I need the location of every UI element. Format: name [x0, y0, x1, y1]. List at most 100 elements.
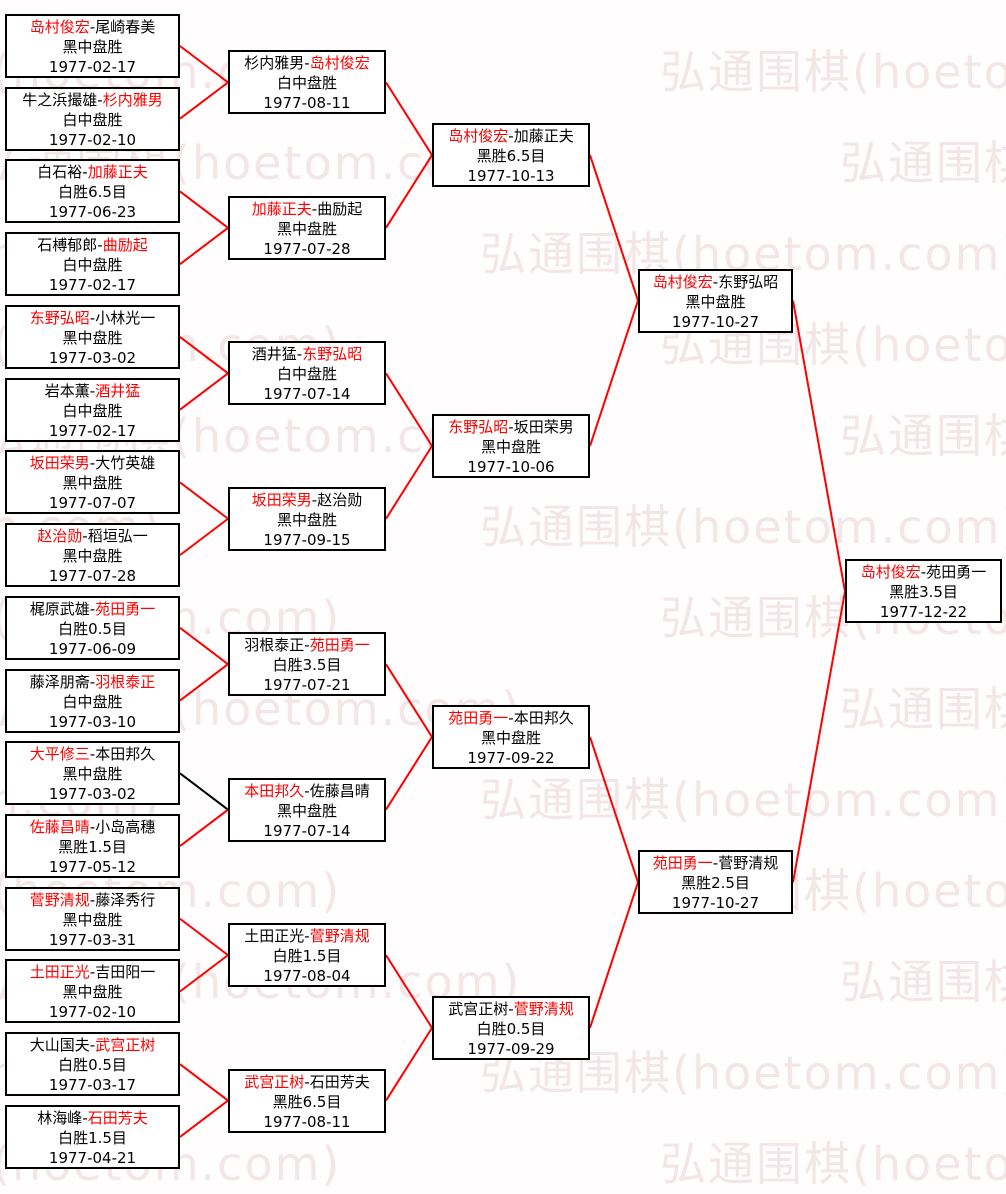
player1-name: 坂田荣男: [251, 491, 312, 509]
player-separator: -: [508, 127, 514, 145]
bracket-line: [179, 45, 229, 84]
player-separator: -: [89, 673, 96, 691]
player1-name: 坂田荣男: [29, 454, 90, 472]
bracket-line: [385, 154, 433, 229]
player1-name: 苑田勇一: [448, 709, 509, 727]
bracket-line: [589, 154, 639, 301]
match-result: 黑胜6.5目: [272, 1093, 342, 1111]
player-separator: -: [304, 927, 310, 945]
player1-name: 大平修三: [29, 745, 90, 763]
match-players: 佐藤昌晴-小岛高穗: [7, 817, 178, 837]
player2-name: 坂田荣男: [513, 418, 574, 436]
match-date: 1977-09-15: [263, 531, 351, 549]
match-result: 白中盘胜: [276, 365, 337, 383]
player1-name: 佐藤昌晴: [29, 818, 90, 836]
match-players: 白石裕-加藤正夫: [7, 162, 178, 182]
match-date: 1977-09-29: [467, 1040, 555, 1058]
match-date: 1977-07-14: [263, 822, 351, 840]
match-date: 1977-02-10: [48, 131, 137, 149]
player1-name: 菅野清规: [29, 891, 90, 909]
bracket-lines: [179, 45, 846, 1138]
match-box: 武宫正树-菅野清规白胜0.5目 1977-09-29: [432, 996, 590, 1060]
match-result: 黑中盘胜: [62, 329, 123, 347]
bracket-line: [179, 190, 229, 229]
bracket-line: [385, 372, 433, 447]
match-date: 1977-08-11: [263, 94, 351, 112]
player2-name: 苑田勇一: [309, 636, 370, 654]
player2-name: 佐藤昌晴: [309, 782, 370, 800]
match-result: 白胜0.5目: [476, 1020, 546, 1038]
player2-name: 曲励起: [317, 200, 363, 218]
watermark-text: 弘通围棋(hoetom.com): [480, 500, 1006, 554]
match-players: 武宫正树-菅野清规: [434, 999, 588, 1019]
bracket-line: [179, 1063, 229, 1102]
player2-name: 石田芳夫: [87, 1109, 148, 1127]
match-date: 1977-10-27: [671, 894, 760, 912]
bracket-line: [179, 81, 229, 120]
bracket-line: [385, 954, 433, 1029]
player2-name: 小岛高穗: [95, 818, 156, 836]
player2-name: 本田邦久: [95, 745, 156, 763]
player-separator: -: [89, 18, 96, 36]
player1-name: 白石裕: [37, 163, 83, 181]
match-players: 酒井猛-东野弘昭: [230, 344, 384, 364]
match-players: 梶原武雄-苑田勇一: [7, 599, 178, 619]
player-separator: -: [304, 1073, 310, 1091]
match-result: 黑胜1.5目: [58, 838, 127, 856]
player2-name: 尾崎春美: [95, 18, 156, 36]
watermark-text: 弘通围棋(hoetom.com): [660, 45, 1006, 99]
player2-name: 小林光一: [95, 309, 156, 327]
match-date: 1977-03-31: [48, 931, 137, 949]
bracket-line: [385, 81, 433, 156]
player-separator: -: [89, 309, 96, 327]
match-players: 藤泽朋斋-羽根泰正: [7, 672, 178, 692]
match-players: 东野弘昭-小林光一: [7, 308, 178, 328]
bracket-line: [179, 1099, 229, 1138]
match-result: 黑中盘胜: [62, 38, 123, 56]
match-players: 本田邦久-佐藤昌晴: [230, 781, 384, 801]
bracket-line: [589, 300, 639, 447]
player1-name: 林海峰: [37, 1109, 83, 1127]
bracket-line: [589, 736, 639, 883]
match-players: 牛之浜撮雄-杉内雅男: [7, 90, 178, 110]
match-result: 黑中盘胜: [62, 765, 123, 783]
player-separator: -: [920, 563, 927, 581]
player-separator: -: [304, 54, 310, 72]
match-players: 岛村俊宏-苑田勇一: [847, 562, 1000, 582]
match-result: 白中盘胜: [276, 74, 337, 92]
watermark-text: 弘通围棋(hoetom.com): [480, 773, 1006, 827]
player1-name: 本田邦久: [244, 782, 305, 800]
match-result: 白中盘胜: [62, 402, 123, 420]
player-separator: -: [89, 891, 96, 909]
player2-name: 杉内雅男: [102, 91, 163, 109]
player-separator: -: [97, 236, 103, 254]
match-players: 羽根泰正-苑田勇一: [230, 635, 384, 655]
player1-name: 赵治勋: [37, 527, 83, 545]
match-result: 白胜3.5目: [272, 656, 342, 674]
bracket-line: [385, 663, 433, 738]
bracket-line: [179, 336, 229, 375]
player-separator: -: [508, 1000, 514, 1018]
player2-name: 羽根泰正: [95, 673, 156, 691]
match-date: 1977-04-21: [48, 1149, 137, 1167]
player-separator: -: [89, 454, 96, 472]
match-date: 1977-03-17: [48, 1076, 137, 1094]
match-players: 赵治勋-稻垣弘一: [7, 526, 178, 546]
match-date: 1977-02-17: [48, 276, 137, 294]
bracket-line: [589, 882, 639, 1029]
bracket-line: [179, 517, 229, 556]
